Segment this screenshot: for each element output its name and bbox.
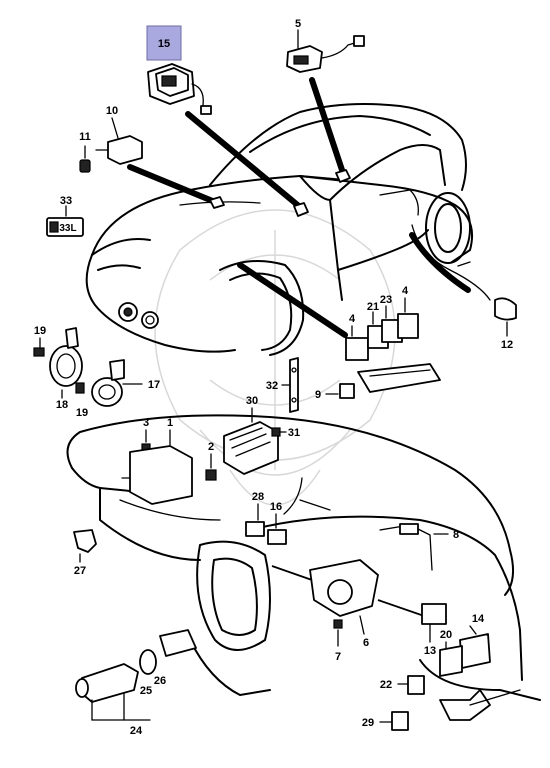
part-20-switch[interactable] bbox=[439, 641, 463, 677]
part-14-switch[interactable] bbox=[459, 625, 491, 669]
label-1: 1 bbox=[167, 417, 173, 429]
part-27-clip[interactable] bbox=[73, 529, 97, 563]
part-29-sensor[interactable] bbox=[379, 711, 409, 731]
label-4-right: 4 bbox=[402, 285, 409, 297]
relay-assembly[interactable] bbox=[345, 297, 441, 393]
label-21: 21 bbox=[367, 301, 379, 313]
part-11-screw[interactable] bbox=[79, 145, 91, 173]
label-8: 8 bbox=[453, 529, 459, 541]
car-body bbox=[85, 103, 474, 356]
part-8-harness[interactable] bbox=[379, 523, 449, 571]
label-29: 29 bbox=[362, 717, 374, 729]
part-22-sensor[interactable] bbox=[397, 675, 425, 695]
label-19-bottom: 19 bbox=[76, 407, 88, 419]
label-15: 15 bbox=[158, 38, 170, 50]
part-33-emblem: 33L bbox=[46, 205, 84, 237]
label-30: 30 bbox=[246, 395, 258, 407]
part-ignition-switch[interactable] bbox=[75, 629, 197, 721]
part-30-control-unit[interactable] bbox=[223, 407, 279, 475]
label-33: 33 bbox=[60, 195, 72, 207]
label-4-left: 4 bbox=[349, 313, 356, 325]
part-7-screw[interactable] bbox=[333, 619, 343, 647]
label-23: 23 bbox=[380, 294, 392, 306]
label-32: 32 bbox=[266, 380, 278, 392]
part-10-switch[interactable] bbox=[95, 117, 143, 165]
label-16: 16 bbox=[270, 501, 282, 513]
label-10: 10 bbox=[106, 105, 118, 117]
label-5: 5 bbox=[295, 18, 301, 30]
label-3: 3 bbox=[143, 417, 149, 429]
label-28: 28 bbox=[252, 491, 264, 503]
label-6: 6 bbox=[363, 637, 369, 649]
part-12-connector[interactable] bbox=[411, 224, 517, 337]
dashboard-frame bbox=[66, 414, 541, 701]
label-2: 2 bbox=[208, 441, 214, 453]
label-18: 18 bbox=[56, 399, 68, 411]
label-19-top: 19 bbox=[34, 325, 46, 337]
label-20: 20 bbox=[440, 629, 452, 641]
part-1-module[interactable] bbox=[121, 429, 193, 505]
leader-lines bbox=[127, 77, 471, 338]
part-18-horn-left[interactable] bbox=[49, 327, 83, 399]
label-13: 13 bbox=[424, 645, 436, 657]
label-27: 27 bbox=[74, 565, 86, 577]
label-31: 31 bbox=[288, 427, 300, 439]
label-24: 24 bbox=[130, 725, 143, 737]
label-7: 7 bbox=[335, 651, 341, 663]
part-19-bolt-bottom[interactable] bbox=[75, 382, 85, 394]
part-9-relay[interactable] bbox=[325, 383, 355, 399]
label-17: 17 bbox=[148, 379, 160, 391]
part-17-horn-right[interactable] bbox=[91, 359, 143, 407]
part-labels: 15 5 10 11 33 19 18 19 17 21 23 4 4 12 3… bbox=[34, 18, 513, 737]
part-31-screw[interactable] bbox=[271, 427, 287, 437]
part-32-bracket[interactable] bbox=[281, 357, 299, 413]
label-14: 14 bbox=[472, 613, 485, 625]
label-9: 9 bbox=[315, 389, 321, 401]
label-26: 26 bbox=[154, 675, 166, 687]
part-15-switch[interactable] bbox=[147, 63, 212, 115]
part-13-switch[interactable] bbox=[421, 603, 447, 643]
label-11: 11 bbox=[79, 131, 91, 143]
pedal-bracket bbox=[439, 689, 521, 721]
part-6-combination-switch[interactable] bbox=[271, 559, 431, 635]
car-marker-5 bbox=[209, 169, 351, 217]
highlight-box-15 bbox=[146, 25, 182, 61]
part-2-fastener[interactable] bbox=[205, 453, 217, 481]
label-25: 25 bbox=[140, 685, 152, 697]
emblem-text: 33L bbox=[59, 223, 76, 234]
label-12: 12 bbox=[501, 339, 513, 351]
fog-lamps bbox=[118, 302, 159, 329]
label-22: 22 bbox=[380, 679, 392, 691]
part-16-connector[interactable] bbox=[267, 477, 303, 545]
part-28-connector[interactable] bbox=[245, 503, 265, 537]
part-5-switch[interactable] bbox=[286, 29, 365, 73]
part-19-bolt-top[interactable] bbox=[33, 337, 45, 357]
